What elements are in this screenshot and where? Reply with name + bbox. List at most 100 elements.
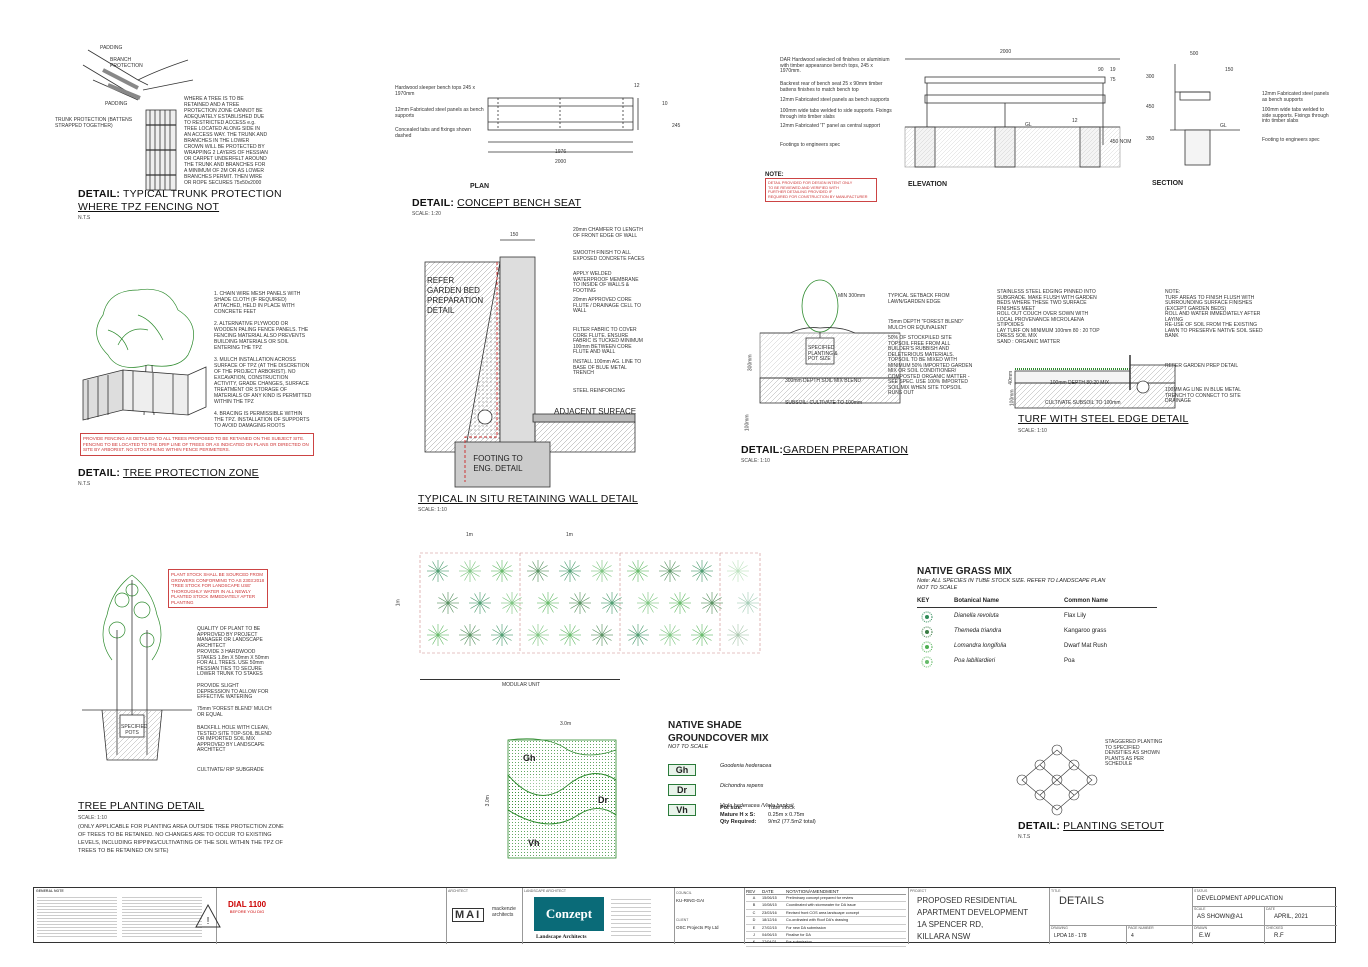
tree-planting-drawing	[82, 574, 192, 761]
tree-planting-title: TREE PLANTING DETAIL	[78, 800, 205, 812]
shade-area-vh: Vh	[528, 838, 540, 848]
tb-general-note-text	[37, 895, 117, 939]
bench-elev-label-3: 12mm Fabricated steel panels as bench su…	[780, 97, 890, 103]
tb-rev-code: E	[752, 925, 756, 930]
shade-spec-row: Qty Required:9/m2 (77.5m2 total)	[720, 819, 840, 825]
tb-scale-label: SCALE	[1194, 907, 1206, 911]
tb-rev-code: J	[753, 933, 755, 938]
tb-rev-date: 27/04/21	[762, 940, 777, 945]
bench-elev-label-1: DAR Hardwood selected oil finishes or al…	[780, 57, 890, 74]
bench-section-drawing	[1170, 64, 1240, 166]
grass-common-name: Flax Lily	[1064, 613, 1087, 619]
tree-planting-label-2: PROVIDE 3 HARDWOOD STAKES 1.8m X 50mm X …	[197, 649, 269, 677]
bench-sect-label-1: 12mm Fabricated steel panels as bench su…	[1262, 91, 1329, 103]
bench-elev-label-5: 12mm Fabricated 'T' panel as central sup…	[780, 123, 881, 129]
bench-sect-dim-450: 450	[1146, 104, 1155, 110]
tb-drawing: LPDA 18 - 178	[1054, 933, 1087, 939]
wall-label-6: INSTALL 100mm AG. LINE TO BASE OF BLUE M…	[573, 359, 642, 376]
grass-common-name: Dwarf Mat Rush	[1064, 643, 1108, 649]
bench-plan-label: PLAN	[470, 183, 490, 190]
garden-label-1: MIN 300mm	[838, 293, 866, 299]
grass-plant	[659, 560, 681, 582]
tree-planting-label-7: SPECIFIED POTS	[121, 724, 148, 736]
grass-plant	[537, 592, 559, 614]
tree-planting-label-6: CULTIVATE/ RIP SUBGRADE	[197, 767, 264, 773]
tb-la-sub: Landscape Architects	[536, 934, 587, 940]
grass-plant	[459, 560, 481, 582]
grass-header-key: KEY	[917, 598, 930, 604]
wall-label-2: SMOOTH FINISH TO ALL EXPOSED CONCRETE FA…	[573, 250, 645, 262]
grass-plant	[437, 592, 459, 614]
bench-elev-dim-19: 19	[1110, 67, 1116, 73]
wall-scale: SCALE: 1:10	[418, 507, 447, 513]
grass-modular-line	[420, 679, 620, 680]
bench-section-label: SECTION	[1152, 180, 1184, 187]
trunk-protection-scale: N.T.S	[78, 215, 91, 221]
grass-note: Note: ALL SPECIES IN TUBE STOCK SIZE. RE…	[917, 578, 1106, 584]
bench-sect-dim-500: 500	[1190, 51, 1199, 57]
grass-plant	[427, 560, 449, 582]
tb-page: 4	[1131, 933, 1134, 939]
tb-project-line-1: PROPOSED RESIDENTIAL	[917, 896, 1018, 905]
grass-plant	[737, 592, 759, 614]
shade-species-name: Dichondra repens	[720, 783, 764, 789]
tb-dial-sub: BEFORE YOU DIG	[229, 909, 265, 914]
bench-plan-drawing	[487, 97, 639, 153]
turf-dim-100: 100mm	[1009, 389, 1016, 407]
turf-right-note: NOTE: TURF AREAS TO FINISH FLUSH WITH SU…	[1165, 289, 1263, 339]
grass-plant	[569, 592, 591, 614]
tpz-notes: 1. CHAIN WIRE MESH PANELS WITH SHADE CLO…	[214, 291, 312, 429]
tb-rev-code: D	[752, 918, 756, 923]
wall-label-4: 20mm APPROVED CORE FLUTE / DRAINAGE CELL…	[573, 297, 641, 314]
bench-elev-label-4: 100mm wide tabs welded to side supports.…	[780, 108, 892, 120]
grass-common-name: Poa	[1064, 658, 1075, 664]
shade-spec-value: Tube stock	[768, 805, 795, 811]
bench-elevation-drawing	[904, 58, 1121, 168]
grass-common-name: Kangaroo grass	[1064, 628, 1107, 634]
bench-seat-title: DETAIL: CONCEPT BENCH SEAT	[412, 197, 582, 209]
tb-client-label: CLIENT	[676, 918, 689, 922]
turf-label-2: 100mm DEPTH 80:20 MIX	[1050, 380, 1110, 386]
planting-setout-label: STAGGERED PLANTING TO SPECIFIED DENSITIE…	[1105, 739, 1163, 767]
grass-dim-1: 1m	[466, 532, 473, 538]
shade-code: Vh	[668, 804, 696, 816]
grass-plant	[501, 592, 523, 614]
grass-plant	[559, 560, 581, 582]
tpz-title: DETAIL: TREE PROTECTION ZONE	[78, 467, 259, 479]
shade-title-1: NATIVE SHADE	[668, 720, 742, 731]
shade-spec-row: Mature H x S:0.25m x 0.75m	[720, 812, 840, 818]
tb-rev-date: 18/12/16	[762, 918, 777, 923]
grass-plant	[459, 624, 481, 646]
grass-plant	[637, 592, 659, 614]
grass-plant	[527, 624, 549, 646]
tb-rev-date: 15/06/15	[762, 896, 777, 900]
garden-prep-drawing	[759, 279, 901, 404]
grass-plant	[691, 624, 713, 646]
shade-spec-key: Pot size:	[720, 805, 743, 811]
bench-elev-label-2: Backrest rear of bench seat 25 x 90mm ti…	[780, 81, 883, 93]
tb-rev-note: Revised front COS area landscape concept	[786, 910, 860, 915]
bench-elev-dim-gl: GL	[1025, 122, 1032, 128]
tpz-scale: N.T.S	[78, 481, 91, 487]
bench-plan-label-3: Concealed tabs and fixings shown dashed	[395, 127, 471, 139]
turf-left-note: STAINLESS STEEL EDGING PINNED INTO SUBGR…	[997, 289, 1100, 345]
tb-rev-header-date: DATE	[762, 889, 774, 894]
bench-sect-dim-gl: GL	[1220, 123, 1227, 129]
grass-plant	[591, 624, 613, 646]
tb-rev-date: 04/06/15	[762, 933, 777, 938]
shade-area-gh: Gh	[523, 753, 536, 763]
grass-plant	[659, 624, 681, 646]
grass-plant	[627, 560, 649, 582]
turf-label-1: REFER GARDEN PREP DETAIL	[1165, 363, 1239, 369]
tb-status-label: STATUS	[1194, 889, 1208, 893]
tb-checked-label: CHECKED	[1266, 926, 1284, 930]
bench-elev-dim-12: 12	[1072, 118, 1078, 124]
tb-rev-code: A	[752, 896, 756, 900]
tpz-drawing	[82, 288, 207, 421]
shade-code: Gh	[668, 764, 696, 776]
